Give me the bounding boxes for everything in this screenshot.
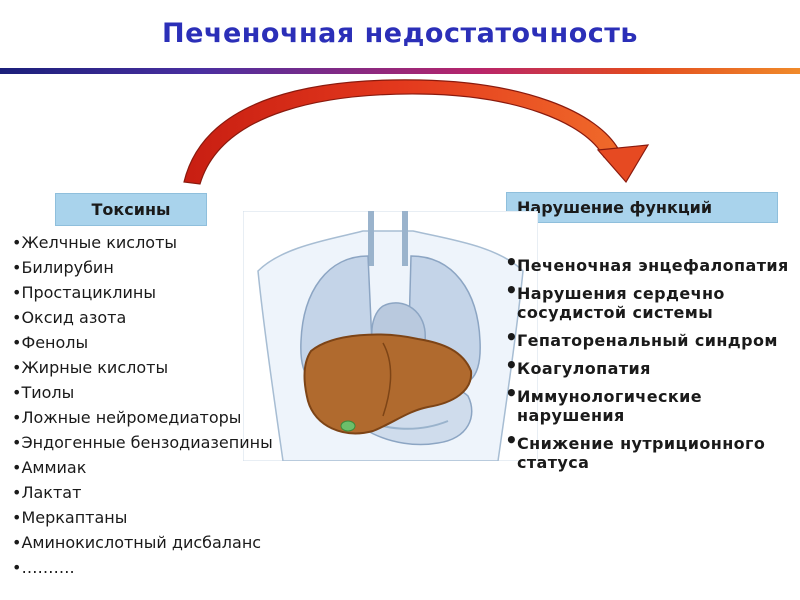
- list-item: Фенолы: [12, 330, 273, 355]
- list-item: Ложные нейромедиаторы: [12, 405, 273, 430]
- list-item: Аминокислотный дисбаланс: [12, 530, 273, 555]
- list-item: Меркаптаны: [12, 505, 273, 530]
- list-item: ……….: [12, 555, 273, 580]
- toxins-list: Желчные кислоты Билирубин Простациклины …: [12, 230, 273, 580]
- curved-arrow-icon: [183, 79, 650, 185]
- torso-anatomy-icon: [243, 211, 538, 461]
- list-item: Эндогенные бензодиазепины: [12, 430, 272, 455]
- list-item: Тиолы: [12, 380, 273, 405]
- list-item: Жирные кислоты: [12, 355, 273, 380]
- page-title: Печеночная недостаточность: [162, 18, 638, 49]
- list-item: Аммиак: [12, 455, 273, 480]
- list-item: Простациклины: [12, 280, 273, 305]
- list-item: Нарушения сердечно сосудистой системы: [505, 281, 795, 322]
- functions-list: Печеночная энцефалопатия Нарушения серде…: [505, 253, 795, 481]
- list-item: Снижение нутриционного статуса: [505, 431, 795, 472]
- list-item: Иммунологические нарушения: [505, 384, 795, 425]
- toxins-header: Токсины: [55, 193, 207, 226]
- functions-header: Нарушение функций: [506, 192, 778, 223]
- list-item: Билирубин: [12, 255, 273, 280]
- list-item: Оксид азота: [12, 305, 273, 330]
- list-item: Желчные кислоты: [12, 230, 273, 255]
- list-item: Гепаторенальный синдром: [505, 328, 795, 350]
- list-item: Коагулопатия: [505, 356, 795, 378]
- liver-icon: [303, 333, 473, 435]
- title-divider: [0, 68, 800, 74]
- list-item: Лактат: [12, 480, 273, 505]
- list-item: Печеночная энцефалопатия: [505, 253, 795, 275]
